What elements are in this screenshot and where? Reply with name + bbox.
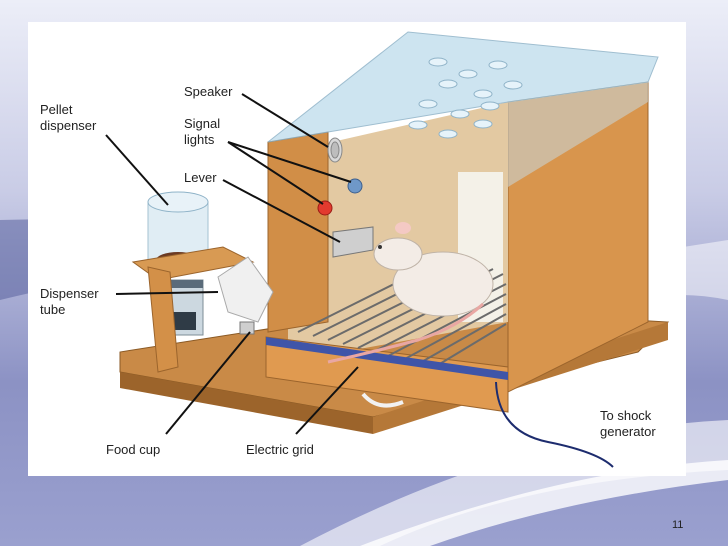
label-pellet-dispenser-line2: dispenser xyxy=(40,118,97,133)
dispenser-tube xyxy=(217,256,274,323)
label-food-cup: Food cup xyxy=(106,442,161,457)
label-shock-generator-line2: generator xyxy=(600,424,656,439)
glass-top-holes xyxy=(408,57,523,139)
label-shock-generator-line1: To shock xyxy=(600,408,652,423)
label-dispenser-tube-line2: tube xyxy=(40,302,66,317)
label-electric-grid: Electric grid xyxy=(246,442,314,457)
signal-light-red xyxy=(317,200,333,216)
label-dispenser-tube-line1: Dispenser xyxy=(40,286,99,301)
label-signal-lights-line2: lights xyxy=(184,132,215,147)
label-speaker: Speaker xyxy=(184,84,233,99)
label-pellet-dispenser-line1: Pellet xyxy=(40,102,73,117)
skinner-box-diagram: Speaker Signal lights Lever Pellet dispe… xyxy=(28,22,686,476)
rat xyxy=(327,222,494,364)
label-signal-lights-line1: Signal xyxy=(184,116,221,131)
slide-number: 11 xyxy=(672,519,684,531)
leader-lines xyxy=(105,93,359,435)
glass-front xyxy=(508,82,648,187)
grid-drawer xyxy=(265,336,509,413)
food-cup xyxy=(239,321,255,335)
skinner-box-illustration xyxy=(105,31,670,468)
drawer-handle xyxy=(361,392,404,408)
shock-cable xyxy=(495,381,614,468)
signal-light-blue xyxy=(347,178,363,194)
label-lever: Lever xyxy=(184,170,217,185)
lever xyxy=(332,226,374,258)
speaker xyxy=(327,137,343,163)
